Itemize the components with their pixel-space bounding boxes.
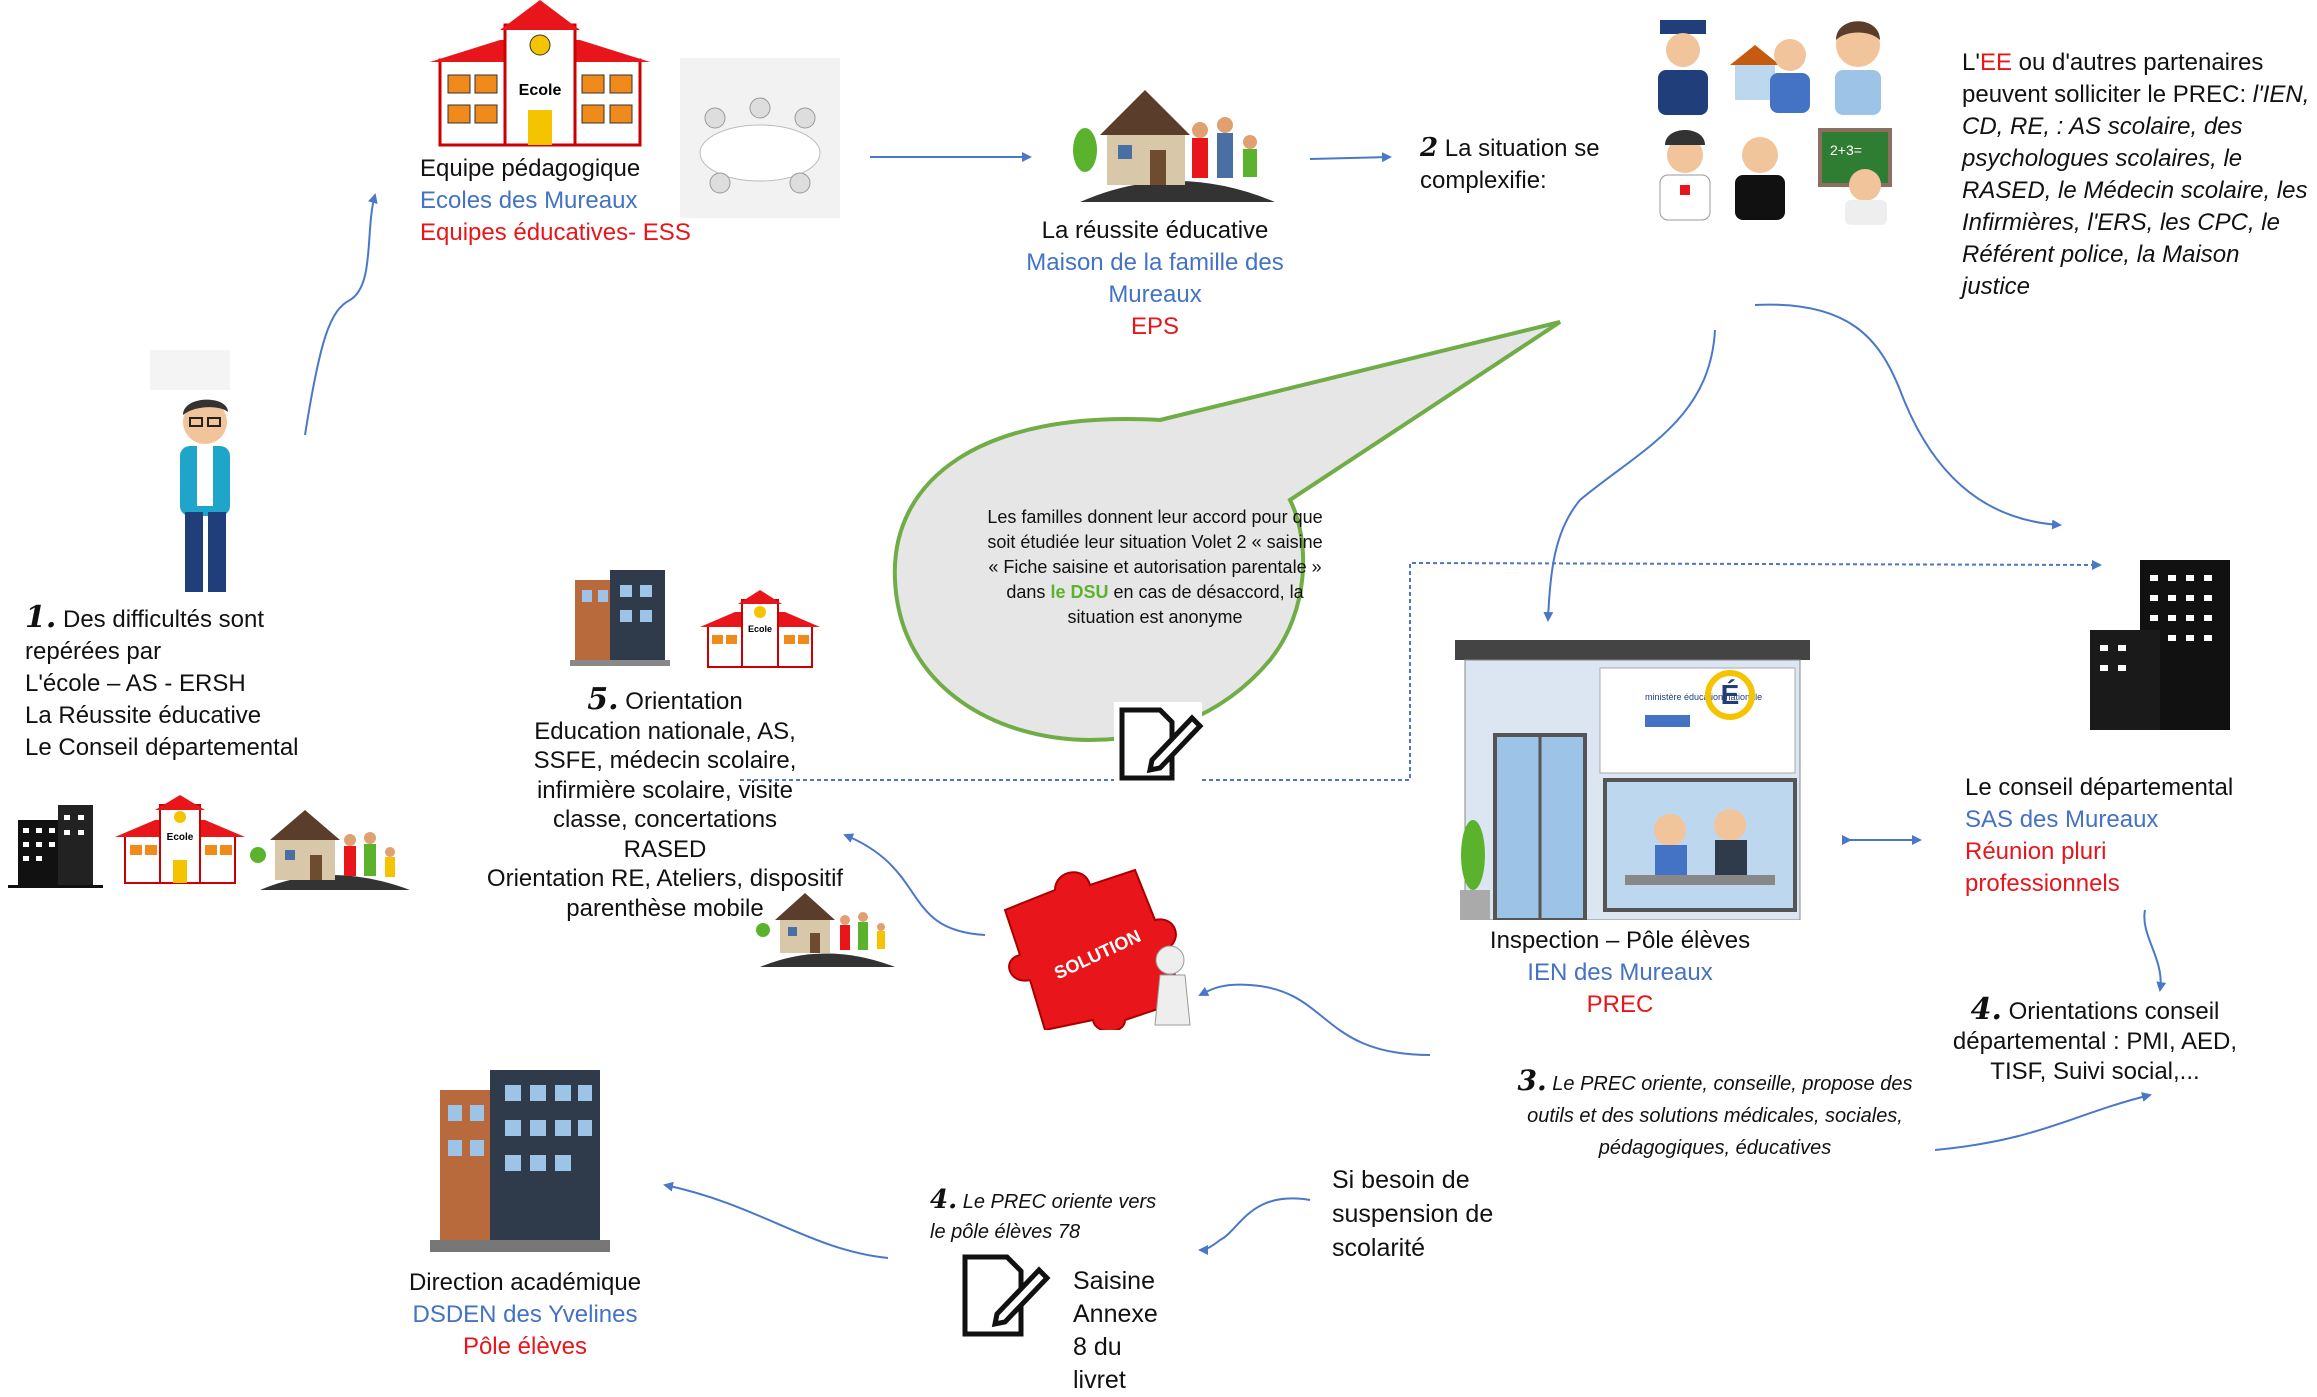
arrow-student-to-equipe — [304, 193, 378, 436]
direction-text: Direction académique DSDEN des Yvelines … — [408, 1269, 642, 1360]
arrow-reussite-to-situation — [1309, 152, 1392, 163]
orientation5-text: 5. Orientation Education nationale, AS, … — [486, 682, 844, 922]
school-icon-orientation: Ecole — [700, 590, 820, 668]
student-text: 1. Des difficultés sont repérées par L'é… — [25, 600, 299, 762]
school-icon: Ecole — [430, 0, 650, 147]
meeting-icon — [680, 58, 840, 218]
reussite-text: La réussite éducative Maison de la famil… — [1026, 217, 1284, 340]
svg-text:Ecole: Ecole — [748, 624, 772, 634]
svg-text:Ecole: Ecole — [167, 832, 194, 843]
svg-text:É: É — [1721, 679, 1740, 710]
college-building-icon — [570, 570, 670, 666]
speech-bubble — [892, 320, 1562, 743]
prec4-text: 4. Le PREC oriente vers le pôle élèves 7… — [930, 1185, 1157, 1243]
saisine-form-icon — [962, 1254, 1051, 1337]
situation-text: 2 La situation se complexifie: — [1420, 133, 1600, 194]
teacher-icon: 2+3= — [1818, 128, 1892, 225]
nurse-icon — [1659, 130, 1711, 221]
inspection-text: Inspection – Pôle élèves IEN des Mureaux… — [1489, 927, 1751, 1018]
family-house-icon-orientation — [756, 893, 895, 967]
building-icon — [8, 805, 103, 888]
conseil-building-icon — [2090, 560, 2230, 730]
arrow-prec3-to-orient4 — [1934, 1092, 2152, 1151]
form-pen-icon — [1114, 702, 1204, 788]
suspension-text: Si besoin de suspension de scolarité — [1332, 1166, 1494, 1262]
social-worker-icon — [1730, 39, 1810, 113]
solution-puzzle-icon: SOLUTION — [1003, 868, 1191, 1030]
partners-text: L'EE ou d'autres partenaires peuvent sol… — [1962, 49, 2310, 300]
student-icon — [150, 350, 230, 592]
arrow-situation-to-conseil — [1754, 303, 2062, 530]
arrow-solution-to-orient5 — [843, 833, 986, 936]
saisine-text: Saisine Annexe 8 du livret — [1073, 1267, 1158, 1394]
school-icon-small: Ecole — [115, 795, 245, 884]
arrow-suspension-to-prec4 — [1198, 1197, 1311, 1255]
bubble-text: Les familles donnent leur accord pour qu… — [987, 507, 1323, 627]
svg-text:ministère éducation nationale: ministère éducation nationale — [1645, 692, 1762, 702]
conseil-text: Le conseil départemental SAS des Mureaux… — [1965, 774, 2234, 897]
orientation4-text: 4. Orientations conseil départemental : … — [1952, 992, 2238, 1086]
equipe-text: Equipe pédagogique Ecoles des Mureaux Eq… — [420, 155, 691, 246]
direction-building-icon — [430, 1070, 610, 1252]
prec3-text: 3. Le PREC oriente, conseille, propose d… — [1517, 1064, 1913, 1160]
svg-text:Ecole: Ecole — [519, 82, 562, 99]
arrow-prec4-to-direction — [663, 1181, 889, 1259]
police-icon — [1658, 20, 1708, 115]
arrow-situation-to-inspection — [1543, 329, 1716, 622]
partners-icons: 2+3= — [1658, 20, 1892, 225]
person-icon — [1835, 21, 1881, 115]
inspection-building-icon: ministère éducation nationale É — [1455, 640, 1810, 920]
judge-icon — [1735, 137, 1785, 220]
dashed-connector — [740, 559, 2102, 781]
family-house-icon — [1073, 90, 1275, 202]
arrow-inspection-to-solution — [1198, 983, 1431, 1056]
arrow-conseil-to-orient4 — [2143, 909, 2167, 992]
svg-text:2+3=: 2+3= — [1830, 142, 1862, 158]
family-house-icon-small — [250, 810, 410, 890]
